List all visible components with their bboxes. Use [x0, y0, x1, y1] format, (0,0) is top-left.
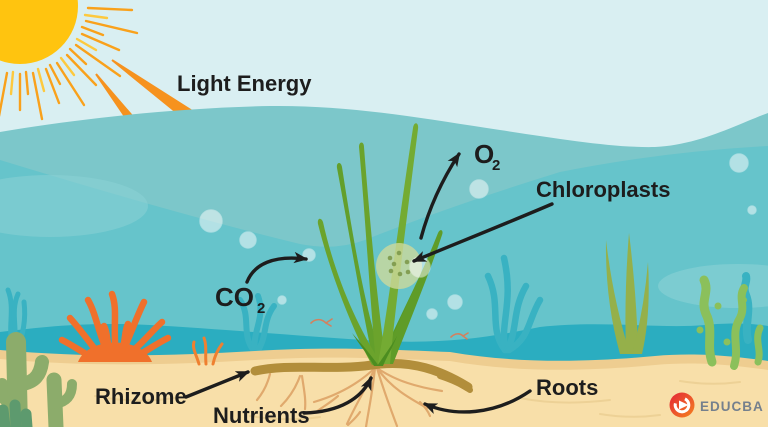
- chloroplast-spot: [376, 243, 422, 289]
- rhizome-arrow: [184, 370, 250, 399]
- nutrients-arrow: [302, 376, 373, 415]
- educba-logo-play-icon: [679, 400, 689, 410]
- kelp-right: [696, 275, 764, 370]
- label-o2: O: [474, 139, 494, 169]
- chloroplasts-arrow: [412, 202, 554, 263]
- bubbles: [199, 153, 757, 320]
- roots: [255, 366, 444, 427]
- dark-corner-plant: [0, 399, 33, 427]
- olive-seagrass: [605, 233, 649, 354]
- co2-arrow: [245, 251, 308, 284]
- sun-rays: [0, 6, 139, 121]
- label-co2: CO: [215, 282, 254, 312]
- coral: [58, 290, 172, 362]
- label-co2-sub: 2: [257, 300, 265, 317]
- sand-contour-lines: [94, 380, 741, 421]
- label-o2-sub: 2: [492, 157, 500, 174]
- educba-logo: EDUCBA: [669, 392, 764, 418]
- educba-logo-ring: [673, 396, 691, 414]
- sun: [0, 0, 78, 64]
- teal-weed-mid-left: [237, 293, 277, 355]
- teal-kelp-right: [740, 272, 753, 344]
- label-rhizome: Rhizome: [95, 384, 187, 409]
- educba-logo-text: EDUCBA: [700, 399, 764, 414]
- label-nutrients: Nutrients: [213, 403, 310, 427]
- orange-sprig: [192, 336, 224, 366]
- teal-weeds: [5, 254, 753, 355]
- roots-arrow: [423, 389, 532, 414]
- fish-squiggles: [310, 318, 469, 340]
- o2-arrow: [419, 152, 461, 240]
- labels: Light Energy O 2 Chloroplasts CO 2 Rhizo…: [95, 71, 670, 427]
- teal-weed-mid-right: [484, 254, 544, 354]
- annotation-arrows: [184, 152, 554, 415]
- label-chloroplasts: Chloroplasts: [536, 177, 670, 202]
- label-roots: Roots: [536, 375, 598, 400]
- label-light-energy: Light Energy: [177, 71, 312, 96]
